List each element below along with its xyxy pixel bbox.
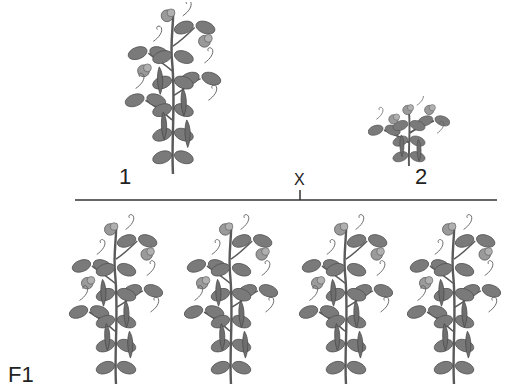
dwarf-pea-plant	[367, 93, 452, 166]
parent-number: 2	[415, 166, 427, 188]
parent-number: 1	[119, 166, 131, 188]
f1-pea-plant	[183, 215, 280, 384]
f1-pea-plant	[406, 215, 503, 384]
cross-tick	[299, 190, 301, 200]
generation-label: F1	[8, 364, 34, 386]
tall-pea-plant	[123, 1, 222, 174]
f1-pea-plant	[298, 215, 395, 384]
f1-pea-plant	[68, 215, 165, 384]
cross-line	[75, 199, 497, 201]
cross-symbol: X	[294, 172, 305, 188]
